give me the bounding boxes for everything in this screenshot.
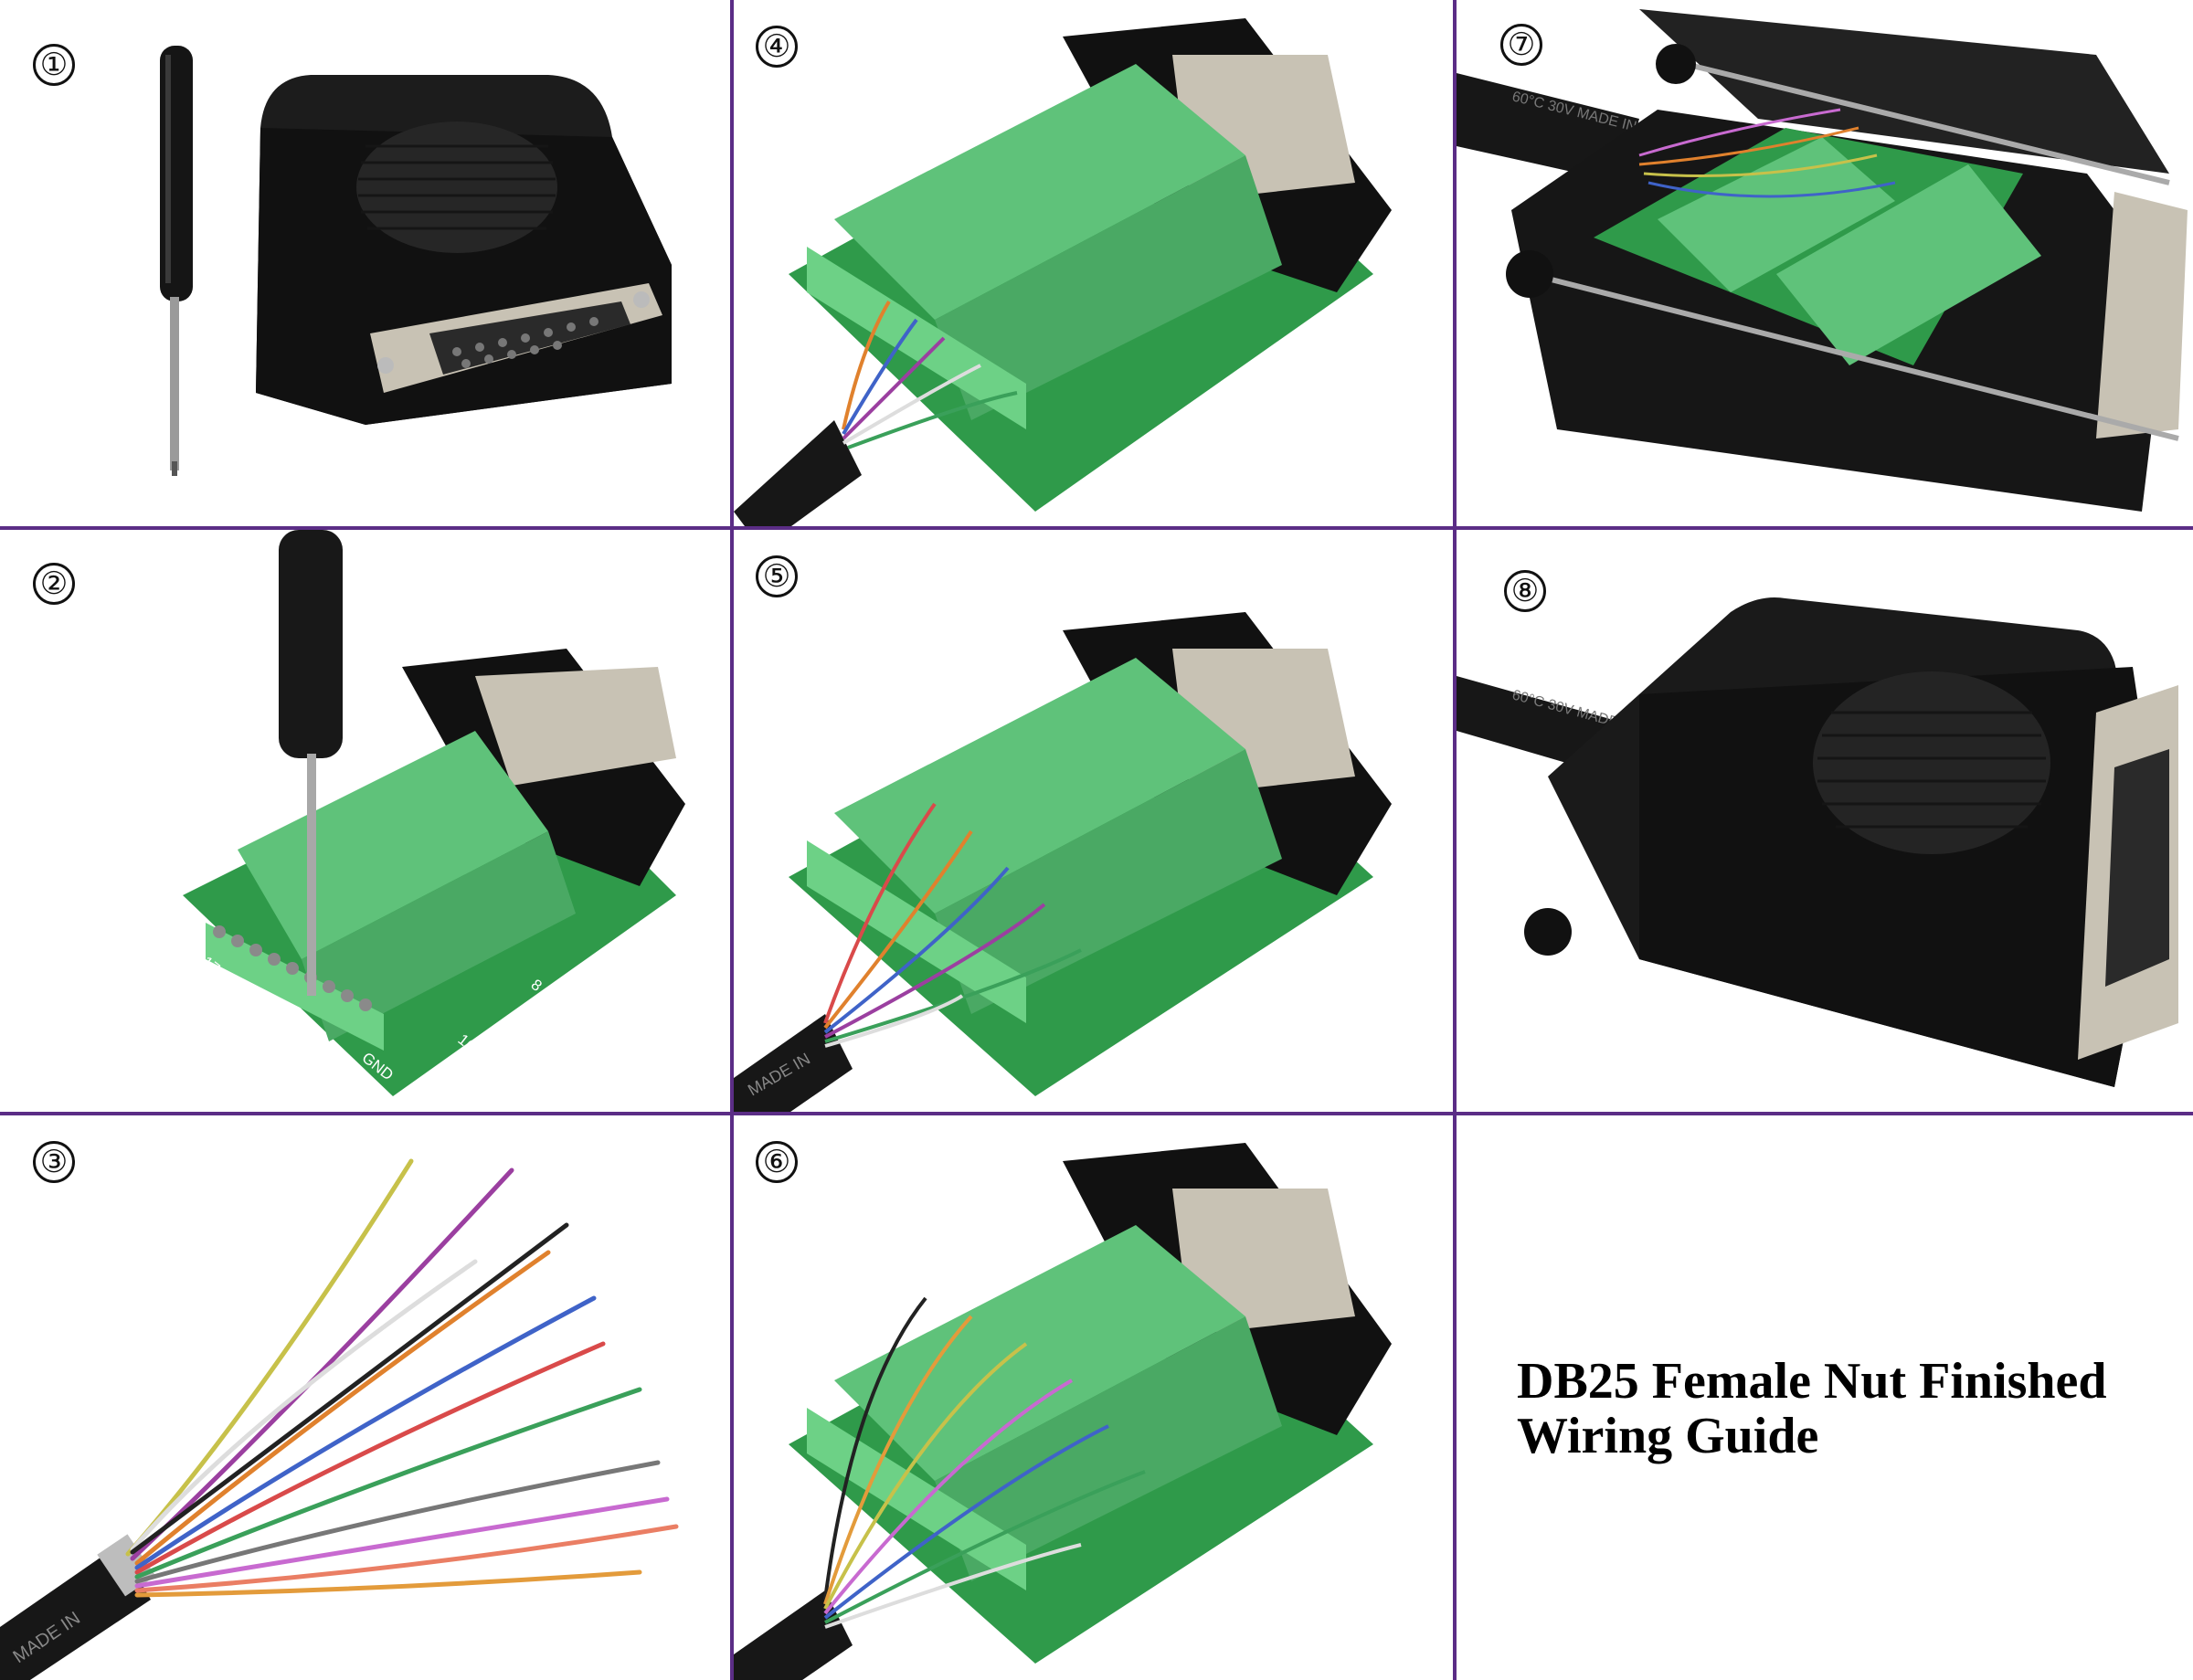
- wires-icon: [125, 1158, 679, 1598]
- screwdriver-and-housing-illustration: [160, 46, 672, 476]
- step-8-panel: ⑧ 60°C 30V MADE IN: [1457, 530, 2193, 1112]
- step-3-number: ③: [33, 1141, 75, 1183]
- wiring-guide-caption: DB25 Female Nut Finished Wiring Guide: [1517, 1354, 2156, 1463]
- step-1-number: ①: [33, 44, 75, 86]
- step-8-number: ⑧: [1504, 570, 1546, 612]
- step-7-number: ⑦: [1500, 24, 1542, 66]
- screwdriver-icon: [160, 46, 193, 476]
- step-6-panel: ⑥: [734, 1115, 1453, 1680]
- all-wires-connected-illustration: [734, 1143, 1392, 1680]
- divider-vertical-2: [1453, 0, 1457, 1680]
- divider-vertical-1: [730, 0, 734, 1680]
- step-2-panel: ② 17 GND 16: [0, 530, 730, 1112]
- step-4-panel: ④: [734, 0, 1453, 526]
- more-wires-connected-illustration: MADE IN: [734, 612, 1392, 1112]
- screwdriver-icon: [279, 530, 343, 996]
- step-6-number: ⑥: [756, 1141, 798, 1183]
- step-7-panel: ⑦ 60°C 30V MADE IN: [1457, 0, 2193, 526]
- step-5-number: ⑤: [756, 555, 798, 597]
- board-in-open-housing-illustration: 60°C 30V MADE IN: [1457, 9, 2188, 512]
- divider-horizontal-2: [0, 1112, 2193, 1115]
- step-4-number: ④: [756, 26, 798, 68]
- step-5-panel: ⑤ MADE IN: [734, 530, 1453, 1112]
- step-3-panel: ③ MADE IN: [0, 1115, 730, 1680]
- divider-horizontal-1: [0, 526, 2193, 530]
- db25-housing-icon: [256, 75, 672, 425]
- caption-line-1: DB25 Female Nut Finished: [1517, 1353, 2107, 1410]
- caption-line-2: Wiring Guide: [1517, 1408, 1819, 1464]
- step-1-panel: ①: [0, 0, 730, 526]
- loosen-screw-illustration: 17 GND 16 8: [183, 530, 685, 1096]
- finished-connector-illustration: 60°C 30V MADE IN: [1457, 597, 2178, 1087]
- terminal-board-icon: [183, 649, 685, 1096]
- first-wires-connected-illustration: [734, 18, 1392, 526]
- stripped-cable-illustration: MADE IN: [0, 1158, 679, 1680]
- step-2-number: ②: [33, 563, 75, 605]
